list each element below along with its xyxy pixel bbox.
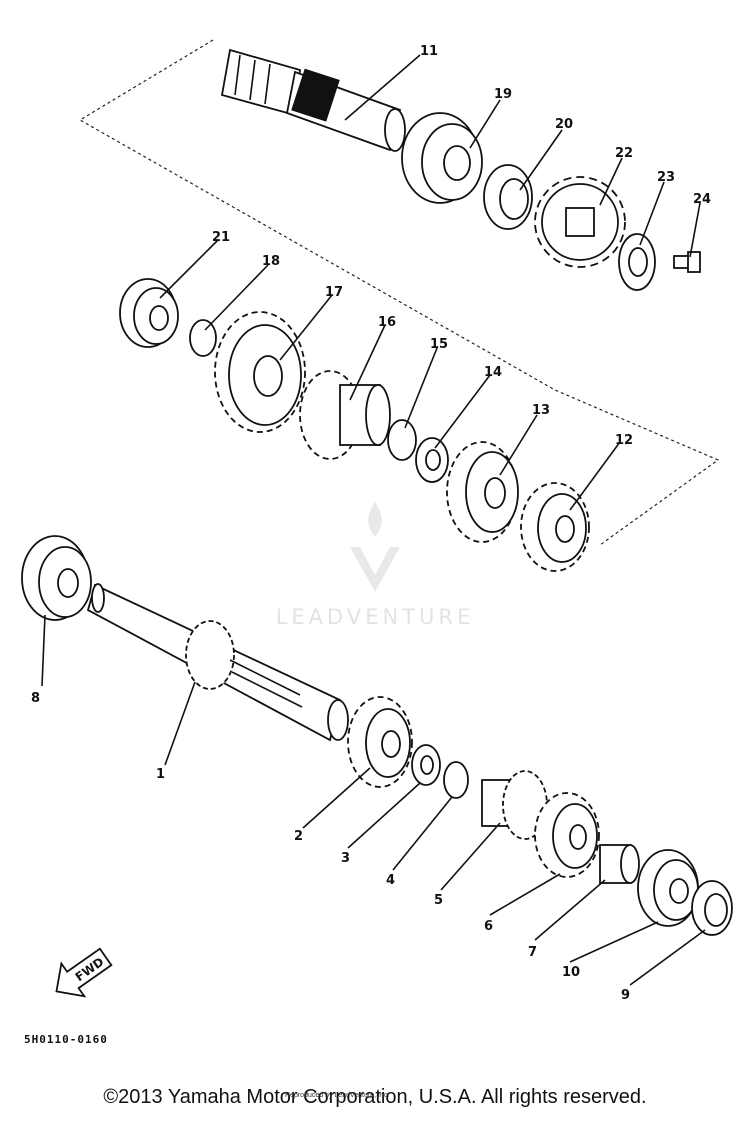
- reproduced-note: Reproduced by LeadVenture, Inc.: [285, 1092, 390, 1099]
- part-12-gear: [520, 482, 590, 572]
- part-14-washer: [415, 437, 449, 483]
- leadventure-watermark: LEADVENTURE: [245, 497, 505, 629]
- callout-7: 7: [528, 945, 537, 960]
- callout-8: 8: [31, 691, 40, 706]
- part-11-drive-axle: [220, 48, 406, 152]
- part-6-gear: [534, 792, 600, 878]
- part-18-circlip: [189, 319, 217, 357]
- part-16-gear: [299, 370, 391, 460]
- callout-1: 1: [156, 767, 165, 782]
- callout-2: 2: [294, 829, 303, 844]
- callout-10: 10: [562, 965, 580, 980]
- callout-21: 21: [212, 230, 230, 245]
- callout-23: 23: [657, 170, 675, 185]
- part-19-bearing: [401, 112, 483, 204]
- assembly-dashed-outline: [78, 39, 720, 546]
- callout-18: 18: [262, 254, 280, 269]
- part-23-lock-washer: [618, 233, 656, 291]
- part-7-collar: [599, 844, 640, 884]
- callout-14: 14: [484, 365, 502, 380]
- part-22-drive-sprocket: [534, 176, 626, 268]
- callout-16: 16: [378, 315, 396, 330]
- leader-lines: [41, 54, 706, 986]
- diagram-code: 5H0110-0160: [24, 1033, 108, 1046]
- callout-5: 5: [434, 893, 443, 908]
- part-20-oil-seal: [483, 164, 533, 230]
- callout-17: 17: [325, 285, 343, 300]
- callout-4: 4: [386, 873, 395, 888]
- part-15-circlip: [387, 419, 417, 461]
- part-9-oil-seal: [691, 880, 733, 936]
- callout-labels: 1 2 3 4 5 6 7 8 9 10 11 12 13 14 15 16 1…: [31, 44, 711, 1003]
- callout-22: 22: [615, 146, 633, 161]
- part-8-bearing: [21, 535, 92, 621]
- part-13-gear: [446, 441, 519, 543]
- copyright-notice: ©2013 Yamaha Motor Corporation, U.S.A. A…: [103, 1086, 647, 1108]
- watermark-brand: LEADVENTURE: [275, 605, 475, 629]
- callout-19: 19: [494, 87, 512, 102]
- callout-24: 24: [693, 192, 711, 207]
- fwd-arrow-icon: FWD: [55, 947, 113, 998]
- part-24-bolt: [673, 251, 701, 273]
- part-1-main-axle: [86, 583, 349, 742]
- part-10-bearing: [637, 849, 699, 927]
- callout-15: 15: [430, 337, 448, 352]
- part-2-gear: [347, 696, 413, 788]
- part-3-washer: [411, 744, 441, 786]
- callout-20: 20: [555, 117, 573, 132]
- part-5-gear: [481, 770, 548, 840]
- part-4-circlip: [443, 761, 469, 799]
- callout-13: 13: [532, 403, 550, 418]
- callout-12: 12: [615, 433, 633, 448]
- part-17-gear: [214, 311, 306, 433]
- leadventure-logo-icon: [350, 502, 400, 592]
- callout-9: 9: [621, 988, 630, 1003]
- callout-6: 6: [484, 919, 493, 934]
- callout-11: 11: [420, 44, 438, 59]
- callout-3: 3: [341, 851, 350, 866]
